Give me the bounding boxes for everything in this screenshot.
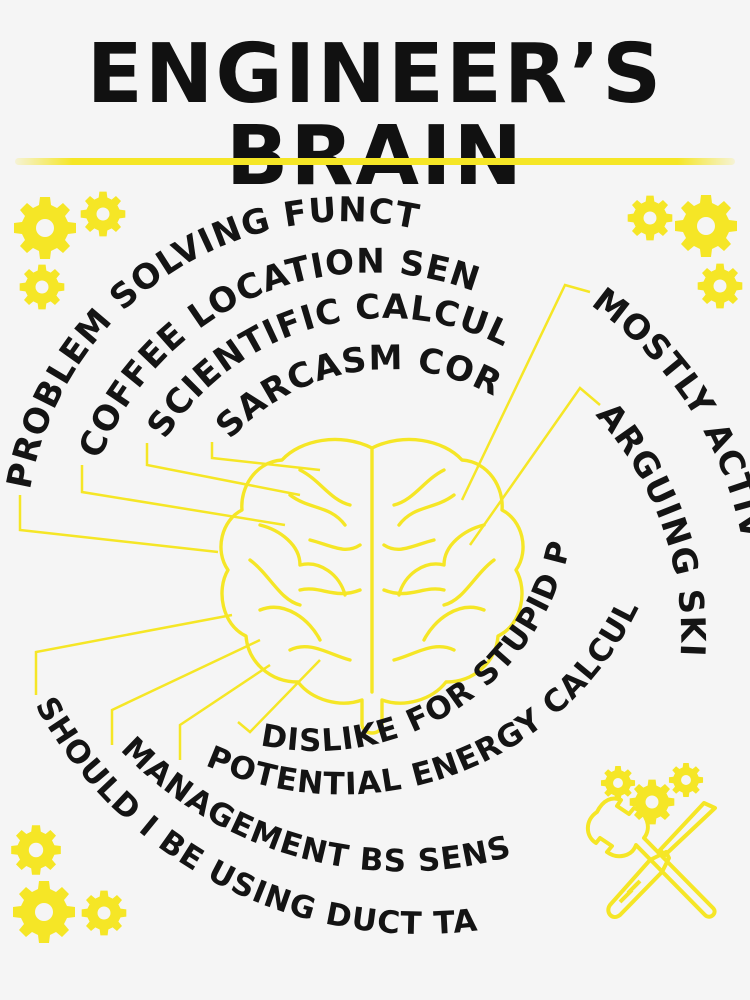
brain-icon xyxy=(219,437,525,735)
title-underline xyxy=(15,158,735,165)
wrench-icon xyxy=(585,796,717,919)
gear-icon xyxy=(13,881,75,943)
gear-icon xyxy=(629,779,675,825)
gear-icon xyxy=(11,825,61,875)
gear-icon xyxy=(675,195,737,257)
gear-icon xyxy=(627,195,673,241)
leader-lines xyxy=(18,283,601,760)
gear-icon xyxy=(14,197,76,259)
page-title: ENGINEER’S BRAIN xyxy=(86,27,664,204)
gear-icon xyxy=(80,191,126,237)
gear-icon xyxy=(81,890,127,936)
gear-icon xyxy=(19,264,65,310)
screwdriver-icon xyxy=(606,801,717,919)
label-duct-tape: SHOULD I BE USING DUCT TAPE? xyxy=(0,0,479,942)
gear-icon xyxy=(600,765,636,801)
gear-icon xyxy=(697,263,743,309)
gear-icon xyxy=(668,762,704,798)
